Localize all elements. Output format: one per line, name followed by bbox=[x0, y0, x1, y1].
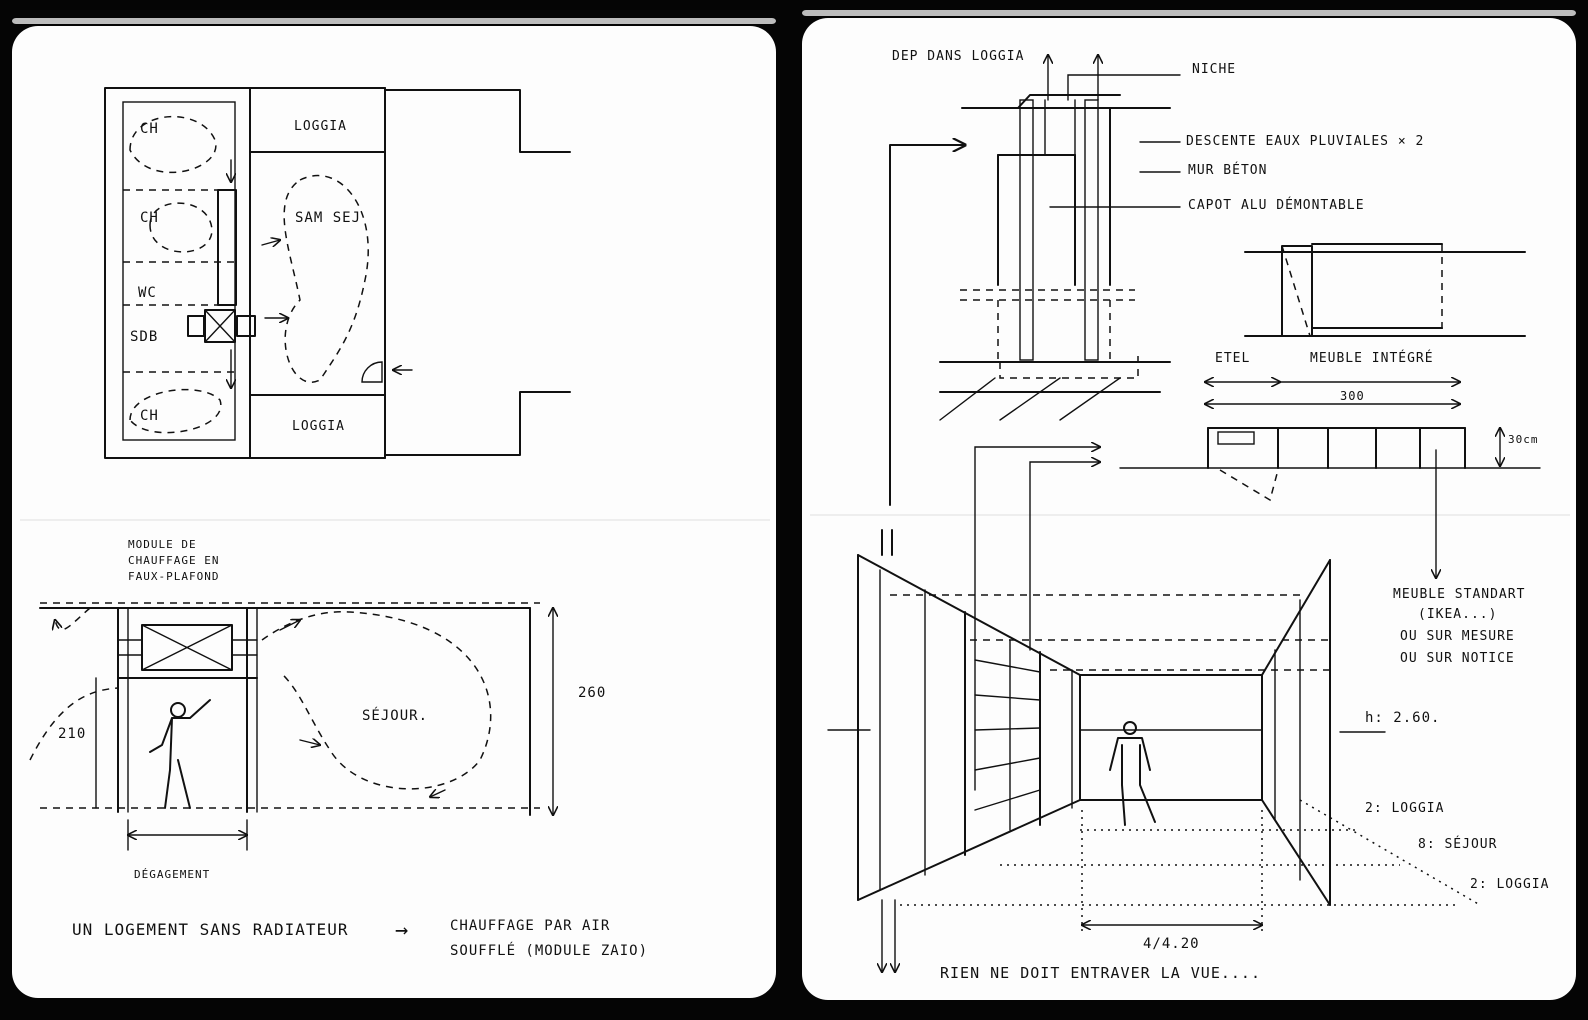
furniture-dim-300: 300 bbox=[1340, 389, 1365, 403]
plan-room-ch-bottom: CH bbox=[140, 408, 159, 424]
furniture-meuble-standard-line1: MEUBLE STANDART bbox=[1393, 587, 1525, 602]
left-footer-right-line2: SOUFFLÉ (MODULE ZAIO) bbox=[450, 942, 648, 959]
section-height-left: 210 bbox=[58, 726, 86, 742]
left-page: CH CH WC SDB CH LOGGIA SAM SEJ LOGGIA bbox=[12, 18, 776, 998]
detail-descente: DESCENTE EAUX PLUVIALES × 2 bbox=[1186, 134, 1424, 149]
left-footer-right-line1: CHAUFFAGE PAR AIR bbox=[450, 918, 610, 934]
section-height-right: 260 bbox=[578, 685, 606, 701]
perspective-h-label: h: 2.60. bbox=[1365, 710, 1440, 726]
perspective-loggia-2-top: 2: LOGGIA bbox=[1365, 801, 1444, 816]
right-footer-text: RIEN NE DOIT ENTRAVER LA VUE.... bbox=[940, 964, 1261, 982]
furniture-meuble-standard-line3: OU SUR MESURE bbox=[1400, 629, 1515, 644]
furniture-detail: ETEL MEUBLE INTÉGRÉ 300 30cm MEUBLE STAN… bbox=[1119, 243, 1541, 666]
right-page: DEP DANS LOGGIA NICHE DESCENTE EAUX PLUV… bbox=[802, 10, 1576, 1000]
section-corridor-label: DÉGAGEMENT bbox=[134, 868, 210, 881]
perspective-sejour-8: 8: SÉJOUR bbox=[1418, 836, 1497, 852]
furniture-etel: ETEL bbox=[1215, 351, 1250, 366]
section-room-sejour: SÉJOUR. bbox=[362, 707, 428, 724]
plan-room-loggia-top: LOGGIA bbox=[294, 119, 347, 134]
left-footer-arrow: → bbox=[395, 918, 409, 943]
perspective-width-label: 4/4.20 bbox=[1143, 936, 1200, 952]
left-footer-text: UN LOGEMENT SANS RADIATEUR bbox=[72, 920, 348, 939]
floor-plan: CH CH WC SDB CH LOGGIA SAM SEJ LOGGIA bbox=[104, 87, 571, 459]
downpipe-detail: DEP DANS LOGGIA NICHE DESCENTE EAUX PLUV… bbox=[889, 49, 1424, 506]
furniture-meuble-integre: MEUBLE INTÉGRÉ bbox=[1310, 350, 1434, 366]
detail-capot: CAPOT ALU DÉMONTABLE bbox=[1188, 197, 1365, 213]
furniture-dim-30cm: 30cm bbox=[1508, 433, 1539, 446]
plan-room-wc: WC bbox=[138, 285, 157, 301]
detail-dep-dans-loggia: DEP DANS LOGGIA bbox=[892, 49, 1024, 64]
furniture-meuble-standard-line4: OU SUR NOTICE bbox=[1400, 651, 1515, 666]
plan-room-sam-sej: SAM SEJ bbox=[295, 210, 361, 226]
living-perspective: h: 2.60. 2: LOGGIA 8: SÉJOUR 2: LOGGIA 4… bbox=[827, 447, 1549, 972]
detail-mur-beton: MUR BÉTON bbox=[1188, 162, 1267, 178]
detail-niche: NICHE bbox=[1192, 62, 1236, 77]
plan-room-loggia-bottom: LOGGIA bbox=[292, 419, 345, 434]
perspective-loggia-2-bottom: 2: LOGGIA bbox=[1470, 877, 1549, 892]
plan-room-ch-top: CH bbox=[140, 121, 159, 137]
furniture-meuble-standard-line2: (IKEA...) bbox=[1418, 607, 1497, 622]
plan-room-ch-middle: CH bbox=[140, 210, 159, 226]
plan-room-sdb: SDB bbox=[130, 329, 158, 345]
